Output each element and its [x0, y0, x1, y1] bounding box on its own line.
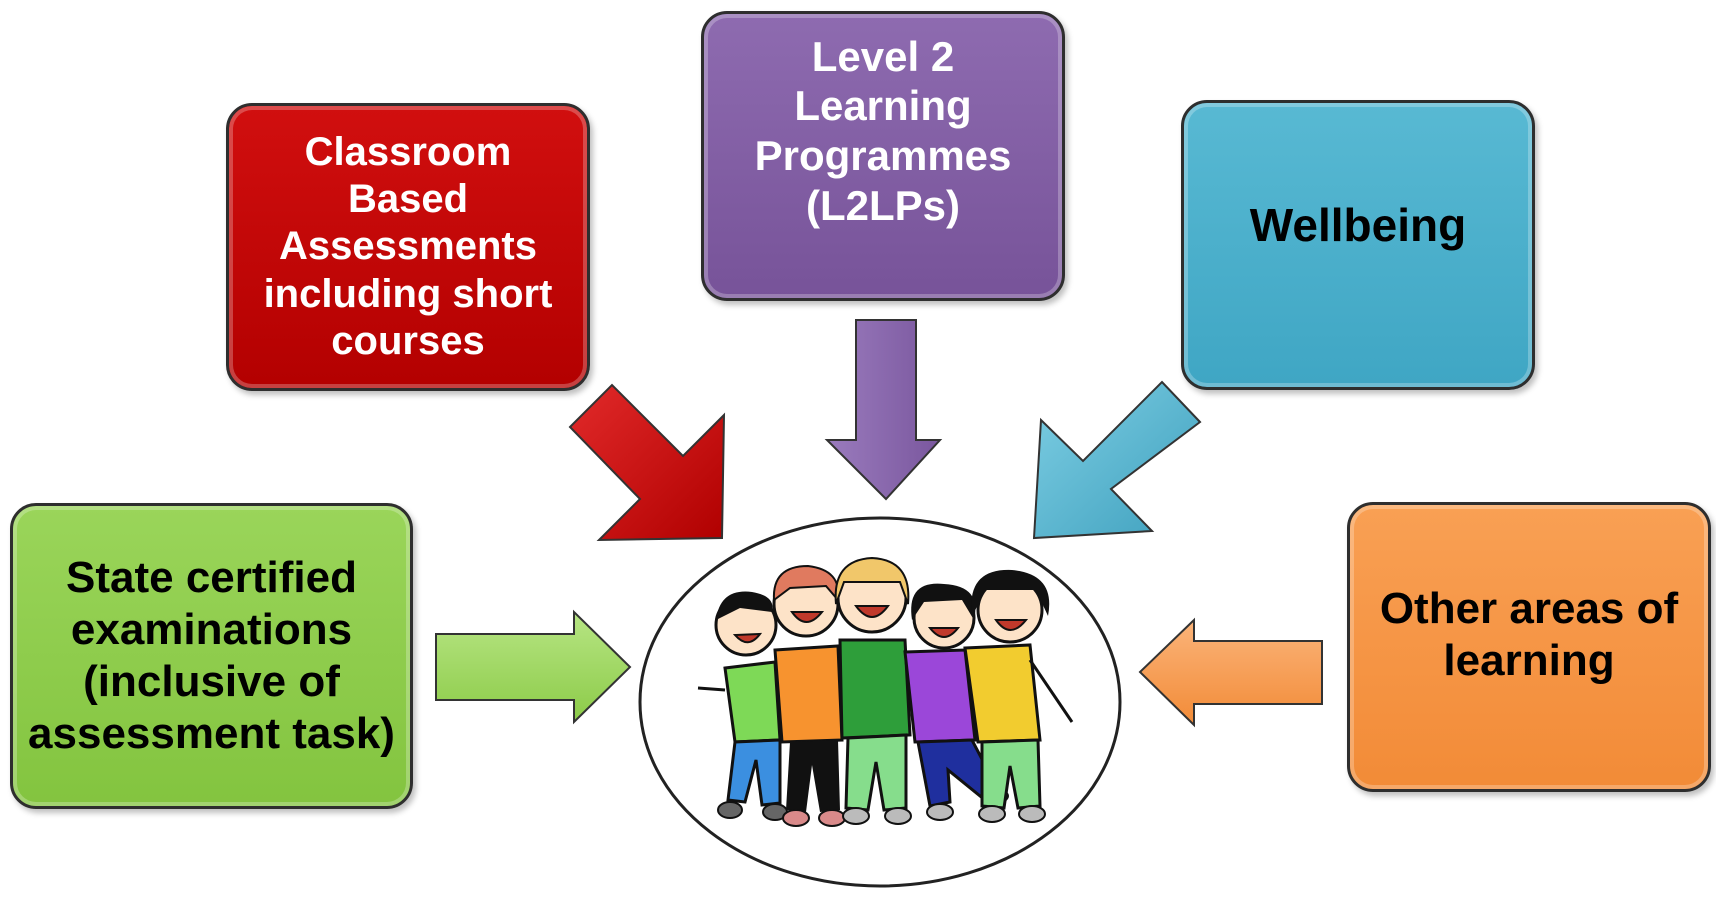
- box-line: (L2LPs): [805, 181, 960, 229]
- l2lp-box: Level 2 Learning Programmes (L2LPs): [701, 11, 1065, 301]
- box-line: learning: [1443, 635, 1615, 685]
- box-line: assessment task): [28, 708, 395, 758]
- classroom-based-assessments-box: Classroom Based Assessments including sh…: [226, 103, 590, 391]
- box-line: (inclusive of: [83, 657, 340, 706]
- box-line: Assessments: [279, 224, 537, 269]
- child-icon: [697, 591, 788, 821]
- box-line: Other areas of: [1379, 583, 1679, 633]
- box-line: Learning: [794, 82, 972, 130]
- box-line: examinations: [70, 605, 353, 655]
- red-arrow-icon: [568, 383, 726, 542]
- green-arrow-icon: [435, 609, 632, 725]
- purple-arrow-icon: [824, 319, 943, 501]
- child-icon: [772, 564, 846, 827]
- box-line: courses: [331, 318, 485, 363]
- box-line: including short: [263, 271, 553, 316]
- box-line: Level 2: [811, 32, 955, 80]
- box-line: State certified: [66, 553, 357, 603]
- child-icon: [903, 583, 1009, 821]
- box-line: Based: [347, 177, 469, 222]
- child-icon: [834, 556, 912, 825]
- box-line: Wellbeing: [1249, 198, 1467, 251]
- child-icon: [963, 569, 1074, 823]
- blue-arrow-icon: [1032, 380, 1202, 540]
- orange-arrow-icon: [1138, 617, 1323, 728]
- box-line: Programmes: [754, 132, 1012, 179]
- wellbeing-box: Wellbeing: [1181, 100, 1535, 390]
- box-line: Classroom: [304, 130, 512, 175]
- other-learning-box: Other areas of learning: [1347, 502, 1711, 792]
- children-group-image: [638, 516, 1122, 888]
- state-exams-box: State certified examinations (inclusive …: [10, 503, 413, 809]
